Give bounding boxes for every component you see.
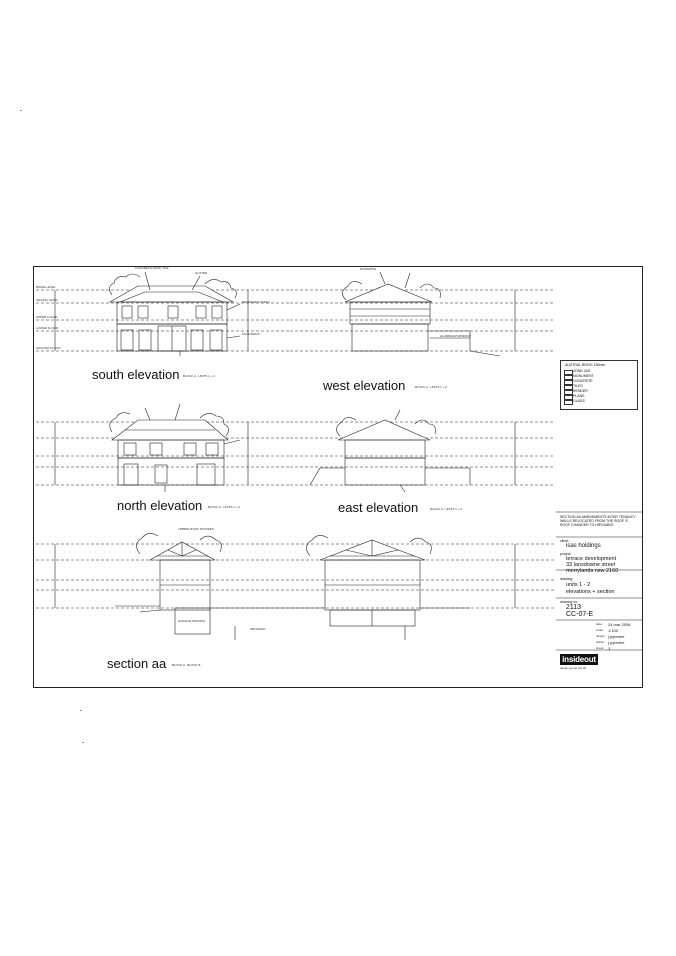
client-label: client:	[560, 539, 570, 543]
drawing-sheet	[33, 266, 643, 688]
company-logo: insideout	[560, 654, 598, 665]
annotation-render: RENDERED FINISH	[242, 300, 270, 304]
annotation-roof-tile: CONCRETE ROOF TILE	[135, 266, 169, 270]
project-label: project:	[560, 552, 572, 556]
project-line: terrace development	[566, 556, 617, 562]
sheet-label: sheet:	[596, 646, 605, 650]
section-aa-title: section aa	[107, 656, 167, 671]
annotation-downpipe: DOWNPIPE	[360, 267, 377, 271]
drawn-label: drawn:	[596, 640, 606, 644]
level-label: LOWER FLOOR	[36, 326, 59, 330]
legend-swatch	[564, 395, 573, 400]
sheet-value: 3	[608, 646, 611, 651]
project-line: merrylands nsw 2160	[566, 568, 619, 574]
legend-item: RENDER	[573, 389, 588, 393]
company-subtitle: design group pty ltd	[560, 666, 587, 670]
materials-legend: AUSTRAL BRICK 150mm ZONE 2AS MONUMENT CO…	[560, 360, 638, 410]
legend-title: AUSTRAL BRICK 150mm	[565, 363, 606, 367]
south-elevation-scale: BLOCK A - UNITS 1 + 2	[183, 374, 215, 378]
section-aa-scale: BLOCK A - BLOCK B	[172, 663, 201, 667]
annotation-window: ALUMINIUM WINDOW	[440, 334, 471, 338]
drawn-value: j.pyrenee	[608, 640, 625, 645]
south-elevation-drawing	[36, 271, 290, 356]
legend-swatch	[564, 370, 573, 375]
legend-item: PLANS	[573, 394, 585, 398]
west-elevation-drawing	[290, 271, 555, 357]
west-elevation-scale: BLOCK A - UNITS 1 + 2	[415, 385, 447, 389]
section-aa-drawing	[36, 533, 555, 640]
east-elevation-drawing	[290, 409, 555, 493]
north-elevation-drawing	[36, 403, 290, 492]
annotation-driveway: DRIVEWAY	[250, 627, 266, 631]
legend-item: MONUMENT	[573, 374, 594, 378]
legend-item: CONCRETE	[573, 379, 593, 383]
west-elevation-title: west elevation	[323, 378, 406, 393]
drawing-number: CC-07-E	[566, 611, 594, 618]
date-label: date:	[596, 622, 603, 626]
south-elevation-title: south elevation	[92, 367, 180, 382]
annotation-garage: GARAGE PARKING	[178, 619, 205, 623]
scan-speck	[82, 742, 84, 743]
client-name: isas holdings	[566, 543, 601, 549]
legend-item: ZONE 2AS	[573, 369, 591, 373]
scale-label: scale:	[596, 628, 604, 632]
job-number: 2113	[566, 604, 582, 611]
east-elevation-scale: BLOCK A - UNITS 1 + 2	[430, 507, 462, 511]
design-label: design:	[596, 634, 606, 638]
legend-swatch	[564, 385, 573, 390]
design-value: j.pyrenee	[608, 634, 625, 639]
east-elevation-title: east elevation	[338, 500, 419, 515]
legend-swatch	[564, 390, 573, 395]
drawing-line: elevations + section	[566, 589, 615, 595]
legend-item: GLASS	[573, 399, 585, 403]
annotation-face-brick: FACE BRICK	[242, 332, 260, 336]
level-label: RIDGE LEVEL	[36, 285, 56, 289]
level-label: GROUND FLOOR	[36, 346, 61, 350]
project-line: 33 lansdowne street	[566, 562, 616, 568]
scan-speck	[80, 710, 82, 711]
level-label: CEILING LEVEL	[36, 298, 59, 302]
north-elevation-scale: BLOCK A - UNITS 1 + 2	[208, 505, 240, 509]
drawing-line: units 1 - 2	[566, 582, 591, 588]
annotation-trusses: TIMBER ROOF TRUSSES	[178, 527, 214, 531]
date-value: 24 mar 2006	[608, 622, 631, 627]
annotation-gutter: GUTTER	[195, 271, 208, 275]
amendment-note: SECTION AA AMENDMENTS INTER TENANCY WALL…	[560, 515, 636, 527]
legend-swatch	[564, 375, 573, 380]
scale-value: 1:100	[608, 628, 619, 633]
scan-speck	[20, 110, 22, 111]
north-elevation-title: north elevation	[117, 498, 203, 513]
legend-swatch	[564, 400, 573, 405]
drawing-no-label: drawing no:	[560, 600, 579, 604]
drawing-label: drawing:	[560, 577, 574, 581]
level-label: UPPER FLOOR	[36, 315, 58, 319]
legend-swatch	[564, 380, 573, 385]
legend-item: TILES	[573, 384, 583, 388]
